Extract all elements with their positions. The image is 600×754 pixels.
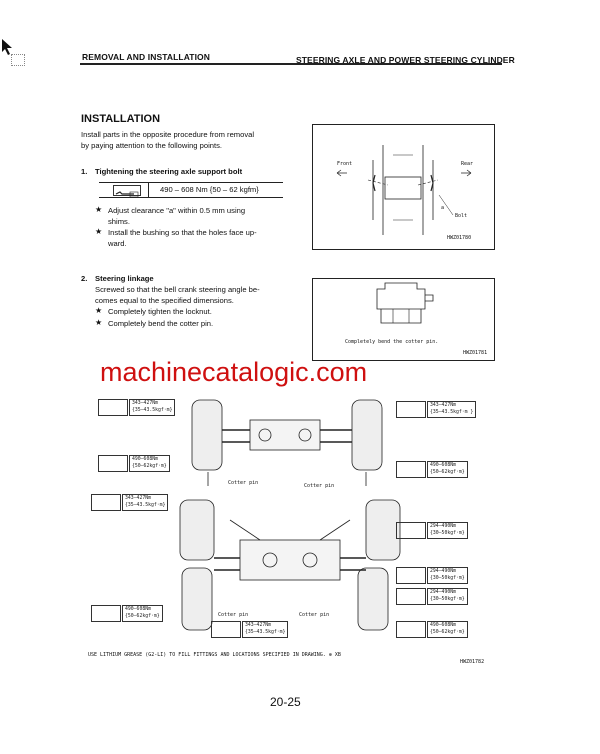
step1-title: Tightening the steering axle support bol… bbox=[95, 167, 243, 176]
step2-note: Completely tighten the locknut. bbox=[108, 307, 212, 316]
torque-wrench-icon bbox=[98, 455, 128, 472]
torque-line: 343—427Nm bbox=[132, 401, 158, 406]
torque-line: {35—43.5kgf·m} bbox=[245, 630, 286, 635]
torque-line: 343—427Nm bbox=[125, 496, 151, 501]
torque-callout: 490—608Nm {50—62kgf·m} bbox=[98, 455, 170, 472]
torque-callout: 343—427Nm {35—43.5kgf·m} bbox=[98, 399, 176, 416]
torque-line: {30—50kgf·m} bbox=[430, 597, 465, 602]
torque-line: {30—50kgf·m} bbox=[430, 576, 465, 581]
star-icon: ★ bbox=[95, 227, 103, 236]
torque-line: 294—490Nm bbox=[430, 524, 456, 529]
cotter-pin-label: Cotter pin bbox=[228, 480, 259, 486]
fig2-caption: Completely bend the cotter pin. bbox=[345, 339, 439, 345]
intro-line: by paying attention to the following poi… bbox=[81, 141, 222, 150]
star-icon: ★ bbox=[95, 306, 103, 315]
step1-torque-table: 490 – 608 Nm {50 – 62 kgfm} bbox=[99, 182, 283, 198]
fig2-code: HWZ01781 bbox=[463, 350, 488, 356]
torque-callout: 490—608Nm {50—62kgf·m} bbox=[91, 605, 163, 622]
torque-wrench-icon bbox=[113, 185, 141, 198]
intro-text: Install parts in the opposite procedure … bbox=[81, 129, 291, 151]
torque-wrench-icon bbox=[91, 494, 121, 511]
torque-callout: 490—608Nm {50—62kgf·m} bbox=[396, 461, 468, 478]
note-line: ward. bbox=[108, 239, 127, 248]
figure-cotter-pin: Completely bend the cotter pin. HWZ01781 bbox=[312, 278, 495, 361]
diagram-code: HWZ01782 bbox=[460, 659, 485, 665]
fig1-front-label: Front bbox=[337, 161, 353, 167]
fig1-bolt-label: Bolt bbox=[455, 213, 468, 219]
torque-line: 294—490Nm bbox=[430, 590, 456, 595]
section-title: INSTALLATION bbox=[81, 113, 161, 125]
step1-number: 1. bbox=[81, 167, 88, 176]
torque-line: 343—427Nm bbox=[245, 623, 271, 628]
grease-note: USE LITHIUM GREASE (G2-LI) TO FILL FITTI… bbox=[88, 652, 341, 658]
star-icon: ★ bbox=[95, 205, 103, 214]
torque-callout: 294—490Nm {30—50kgf·m} bbox=[396, 567, 468, 584]
torque-wrench-icon bbox=[91, 605, 121, 622]
torque-line: {50—62kgf·m} bbox=[430, 630, 465, 635]
torque-line: 294—490Nm bbox=[430, 569, 456, 574]
torque-line: 490—608Nm bbox=[430, 463, 456, 468]
cotter-pin-label: Cotter pin bbox=[299, 612, 330, 618]
torque-line: {50—62kgf·m} bbox=[132, 464, 167, 469]
note-line: shims. bbox=[108, 217, 130, 226]
step2-number: 2. bbox=[81, 274, 88, 283]
text-line: Screwed so that the bell crank steering … bbox=[95, 285, 260, 294]
step2-note: Completely bend the cotter pin. bbox=[108, 319, 214, 328]
watermark: machinecatalogic.com bbox=[100, 357, 368, 387]
torque-line: {35—43.5kgf·m} bbox=[125, 503, 166, 508]
torque-wrench-icon bbox=[396, 588, 426, 605]
step1-torque-value: 490 – 608 Nm {50 – 62 kgfm} bbox=[160, 185, 259, 194]
figure-axle-bolt: Front Rear Bolt a HWZ01780 bbox=[312, 124, 495, 250]
step1-note: Install the bushing so that the holes fa… bbox=[108, 227, 288, 249]
torque-wrench-icon bbox=[396, 522, 426, 539]
torque-line: {35—43.5kgf·m} bbox=[132, 408, 173, 413]
torque-callout: 490—608Nm {50—62kgf·m} bbox=[396, 621, 468, 638]
note-line: Adjust clearance "a" within 0.5 mm using bbox=[108, 206, 246, 215]
torque-line: {50—62kgf·m} bbox=[125, 614, 160, 619]
header-left: REMOVAL AND INSTALLATION bbox=[82, 52, 211, 62]
torque-line: 490—608Nm bbox=[430, 623, 456, 628]
fig1-rear-label: Rear bbox=[461, 161, 474, 167]
torque-line: {35—43.5kgf·m } bbox=[430, 410, 474, 415]
torque-line: 343—427Nm bbox=[430, 403, 456, 408]
torque-callout: 343—427Nm {35—43.5kgf·m} bbox=[91, 494, 169, 511]
cursor-icon bbox=[1, 38, 17, 63]
torque-wrench-icon bbox=[396, 401, 426, 418]
torque-callout: 343—427Nm {35—43.5kgf·m} bbox=[211, 621, 289, 638]
page-number: 20-25 bbox=[270, 695, 301, 709]
intro-line: Install parts in the opposite procedure … bbox=[81, 130, 255, 139]
step1-note: Adjust clearance "a" within 0.5 mm using… bbox=[108, 205, 288, 227]
torque-line: {50—62kgf·m} bbox=[430, 470, 465, 475]
header-rule bbox=[80, 63, 502, 65]
torque-callout: 294—490Nm {30—50kgf·m} bbox=[396, 522, 468, 539]
fig1-clearance-label: a bbox=[441, 205, 445, 211]
torque-callout: 343—427Nm {35—43.5kgf·m } bbox=[396, 401, 477, 418]
fig1-code: HWZ01780 bbox=[447, 235, 472, 241]
torque-wrench-icon bbox=[396, 567, 426, 584]
torque-line: 490—608Nm bbox=[132, 457, 158, 462]
linkage-diagram bbox=[179, 399, 401, 631]
step2-title: Steering linkage bbox=[95, 274, 154, 283]
torque-line: 490—608Nm bbox=[125, 607, 151, 612]
star-icon: ★ bbox=[95, 318, 103, 327]
torque-callout: 294—490Nm {30—50kgf·m} bbox=[396, 588, 468, 605]
scan-mark bbox=[11, 54, 25, 66]
torque-wrench-icon bbox=[211, 621, 241, 638]
torque-wrench-icon bbox=[98, 399, 128, 416]
torque-line: {30—50kgf·m} bbox=[430, 531, 465, 536]
header-right: STEERING AXLE AND POWER STEERING CYLINDE… bbox=[296, 55, 515, 65]
step2-text: Screwed so that the bell crank steering … bbox=[95, 284, 295, 306]
torque-wrench-icon bbox=[396, 461, 426, 478]
torque-wrench-icon bbox=[396, 621, 426, 638]
text-line: comes equal to the specified dimensions. bbox=[95, 296, 234, 305]
cotter-pin-label: Cotter pin bbox=[218, 612, 249, 618]
note-line: Install the bushing so that the holes fa… bbox=[108, 228, 257, 237]
cotter-pin-label: Cotter pin bbox=[304, 483, 335, 489]
